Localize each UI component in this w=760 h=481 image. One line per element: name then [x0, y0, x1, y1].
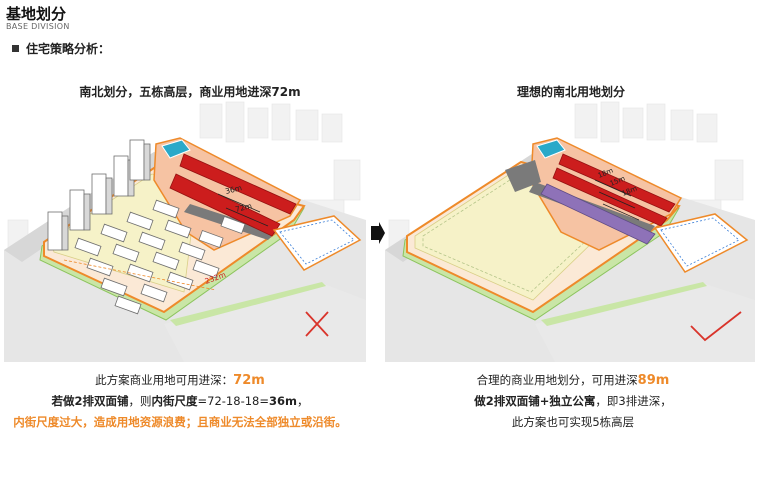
pool-icon — [161, 139, 191, 159]
left-desc-line-3: 内街尺度过大，造成用地资源浪费；且商业无法全部独立或沿街。 — [13, 415, 347, 429]
dim-label-72m: 72m — [234, 201, 253, 214]
left-desc-formula: =72-18-18= — [197, 394, 269, 408]
low-rise-blocks — [74, 199, 246, 315]
left-site-diagram: 36m 72m 232m — [4, 100, 366, 362]
left-description: 此方案商业用地可用进深：72m 若做2排双面铺，则内街尺度=72-18-18=3… — [4, 370, 356, 433]
section-heading: 住宅策略分析： — [12, 40, 110, 57]
right-panel-caption: 理想的南北用地划分 — [516, 85, 625, 99]
right-desc-plan: 做2排双面铺+独立公寓 — [474, 394, 596, 408]
left-panel-caption: 南北划分，五栋高层，商业用地进深72m — [79, 85, 301, 99]
right-description: 合理的商业用地划分，可用进深89m 做2排双面铺+独立公寓，即3排进深， 此方案… — [390, 370, 756, 433]
page-subtitle: BASE DIVISION — [6, 22, 70, 31]
right-depth-value: 89m — [637, 373, 670, 388]
right-desc-prefix: 合理的商业用地划分，可用进深 — [476, 373, 638, 387]
section-label: 住宅策略分析： — [26, 42, 111, 56]
dim-line-72m — [225, 207, 269, 227]
left-desc-line-1: 此方案商业用地可用进深：72m — [4, 370, 356, 391]
left-depth-value: 72m — [233, 373, 265, 388]
cross-icon — [305, 311, 329, 337]
right-desc-line-1: 合理的商业用地划分，可用进深89m — [390, 370, 756, 391]
left-desc-result: 36m — [269, 394, 297, 408]
left-desc-shop-plan: 若做2排双面铺 — [51, 394, 129, 408]
left-desc-comma: ， — [297, 394, 309, 408]
right-desc-line-2: 做2排双面铺+独立公寓，即3排进深， — [390, 391, 756, 412]
dim-label-36m: 36m — [224, 183, 243, 196]
shop-row-south — [169, 173, 281, 237]
dim-line-36m — [217, 193, 261, 213]
pool-icon — [536, 139, 566, 159]
apartment-row — [540, 183, 656, 245]
left-desc-street-scale: 内街尺度 — [151, 394, 198, 408]
check-icon — [690, 311, 742, 342]
right-desc-line-3: 此方案也可实现5栋高层 — [511, 415, 635, 429]
shop-row-north — [179, 153, 297, 215]
residential-towers — [47, 139, 151, 251]
dim-line-232m — [63, 259, 217, 291]
left-desc-prefix: 此方案商业用地可用进深： — [95, 373, 234, 387]
shop-row-1 — [558, 153, 676, 213]
left-desc-conj: ，则 — [128, 394, 152, 408]
bullet-square-icon — [12, 45, 19, 52]
right-desc-rows: ，即3排进深， — [595, 394, 672, 408]
right-site-diagram: 18m 15m 18m — [385, 100, 755, 362]
left-desc-line-2: 若做2排双面铺，则内街尺度=72-18-18=36m， — [4, 391, 356, 412]
page-title: 基地划分 — [6, 5, 67, 23]
arrow-right-icon — [371, 222, 385, 244]
